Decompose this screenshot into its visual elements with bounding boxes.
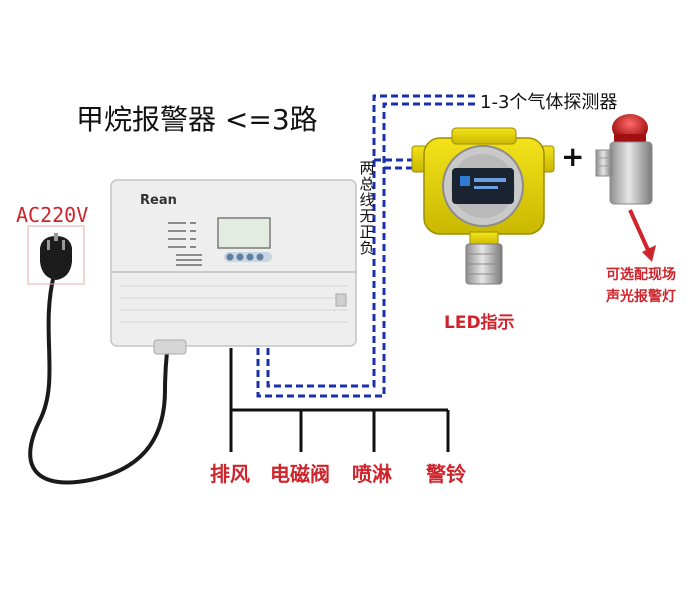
alarm-light bbox=[595, 114, 653, 205]
output-label-exhaust: 排风 bbox=[210, 462, 250, 486]
controller-buttons bbox=[224, 252, 272, 262]
controller-lcd bbox=[217, 217, 271, 249]
two-wire-bus bbox=[256, 94, 478, 398]
alarm-light-label-line-2: 声光报警灯 bbox=[606, 289, 676, 305]
gas-detector bbox=[411, 127, 555, 285]
output-label-sprinkler: 喷淋 bbox=[352, 462, 392, 486]
output-label-alarm-bell: 警铃 bbox=[426, 462, 466, 486]
detector-count-label: 1-3个气体探测器 bbox=[480, 92, 618, 113]
output-label-solenoid-valve: 电磁阀 bbox=[270, 462, 330, 486]
power-plug-icon bbox=[27, 225, 85, 285]
alarm-light-label-line-1: 可选配现场 bbox=[606, 267, 676, 283]
controller-unit bbox=[110, 179, 357, 355]
pointer-arrow-icon bbox=[628, 209, 656, 262]
controller-brand-logo: Rean bbox=[140, 193, 177, 208]
detector-display bbox=[452, 168, 514, 204]
page-title: 甲烷报警器 <=3路 bbox=[76, 103, 318, 136]
power-label: AC220V bbox=[16, 203, 89, 227]
led-indicator-label: LED指示 bbox=[444, 313, 515, 333]
output-wiring bbox=[229, 348, 450, 452]
bus-label: 两总线无正负 bbox=[359, 159, 375, 257]
power-cable bbox=[28, 274, 169, 485]
plus-sign: + bbox=[561, 140, 585, 173]
